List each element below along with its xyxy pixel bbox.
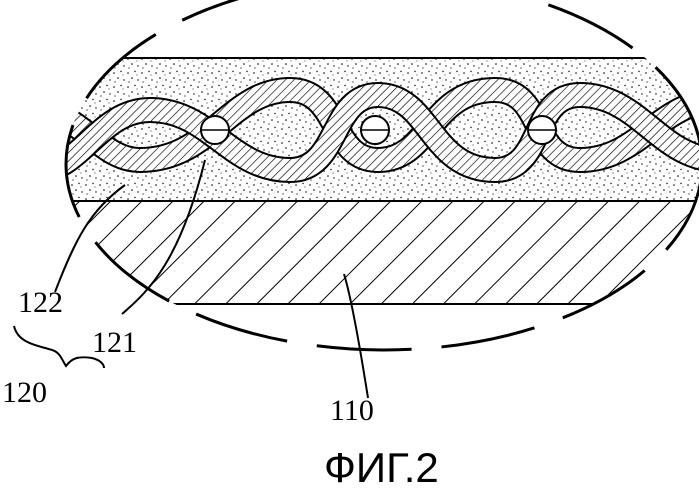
label-122: 122 xyxy=(18,286,63,319)
label-120: 120 xyxy=(2,376,47,409)
substrate-110 xyxy=(60,200,699,304)
label-121: 121 xyxy=(92,326,137,359)
label-110: 110 xyxy=(330,394,374,427)
brace-120 xyxy=(14,326,104,368)
figure-caption: ФИГ.2 xyxy=(324,444,439,491)
